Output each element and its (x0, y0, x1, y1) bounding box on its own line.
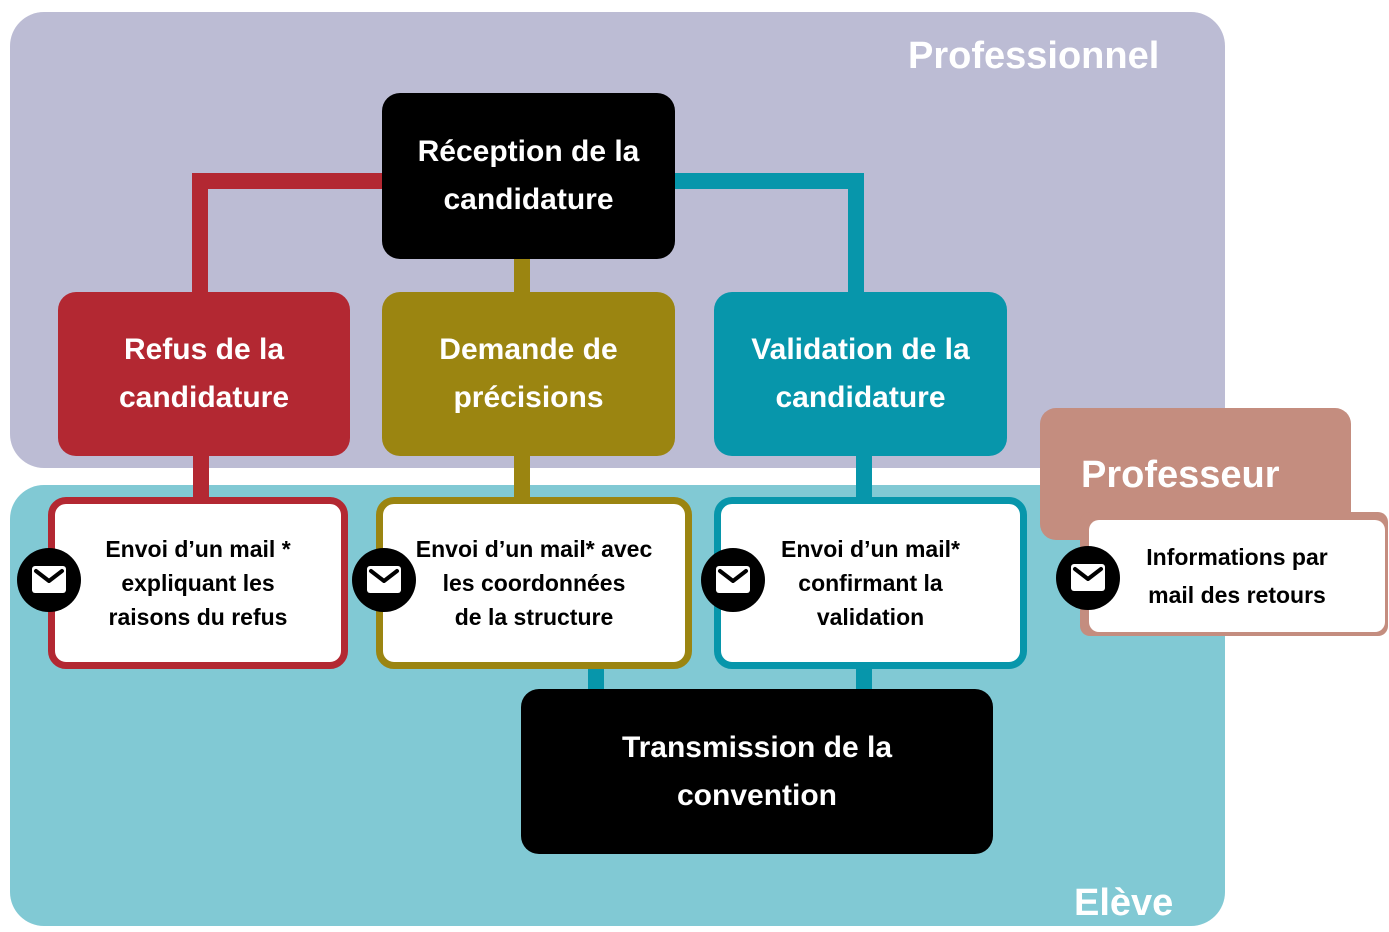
refus-candidature-label: Refus de la candidature (118, 333, 290, 414)
refus-candidature-box: Refus de la candidature (58, 292, 350, 456)
mail-demande-box: Envoi d’un mail* avec les coordonnées de… (376, 497, 692, 669)
validation-candidature-box: Validation de la candidature (714, 292, 1007, 456)
transmission-convention-box: Transmission de la convention (521, 689, 993, 854)
connector-reception-refus-vertical (192, 173, 208, 295)
reception-candidature-box: Réception de la candidature (382, 93, 675, 259)
envelope-icon (352, 548, 416, 612)
connector-validation-transmission (856, 662, 872, 692)
connector-refus-mail (193, 450, 209, 503)
mail-professeur-label: Informations par mail des retours (1146, 544, 1328, 608)
mail-refus-label: Envoi d’un mail * expliquant les raisons… (105, 536, 291, 630)
connector-reception-validation-horizontal (668, 173, 864, 189)
mail-refus-box: Envoi d’un mail * expliquant les raisons… (48, 497, 348, 669)
professionnel-lane-title: Professionnel (908, 35, 1160, 77)
envelope-icon (17, 548, 81, 612)
mail-validation-label: Envoi d’un mail* confirmant la validatio… (781, 536, 960, 630)
demande-precisions-label: Demande de précisions (439, 333, 618, 414)
connector-reception-demande (514, 250, 530, 295)
professeur-lane-title: Professeur (1081, 454, 1280, 496)
mail-validation-box: Envoi d’un mail* confirmant la validatio… (714, 497, 1027, 669)
envelope-icon (701, 548, 765, 612)
mail-professeur-box: Informations par mail des retours (1089, 520, 1385, 632)
connector-reception-refus-horizontal (192, 173, 390, 189)
reception-candidature-label: Réception de la candidature (417, 135, 640, 216)
connector-validation-mail (856, 450, 872, 503)
envelope-icon (1056, 546, 1120, 610)
demande-precisions-box: Demande de précisions (382, 292, 675, 456)
connector-demande-mail (514, 450, 530, 503)
eleve-lane-title: Elève (1074, 882, 1174, 924)
mail-demande-label: Envoi d’un mail* avec les coordonnées de… (415, 536, 653, 630)
transmission-convention-label: Transmission de la convention (621, 730, 893, 812)
validation-candidature-label: Validation de la candidature (751, 333, 970, 414)
connector-reception-validation-vertical (848, 173, 864, 295)
connector-demande-transmission (588, 662, 604, 692)
